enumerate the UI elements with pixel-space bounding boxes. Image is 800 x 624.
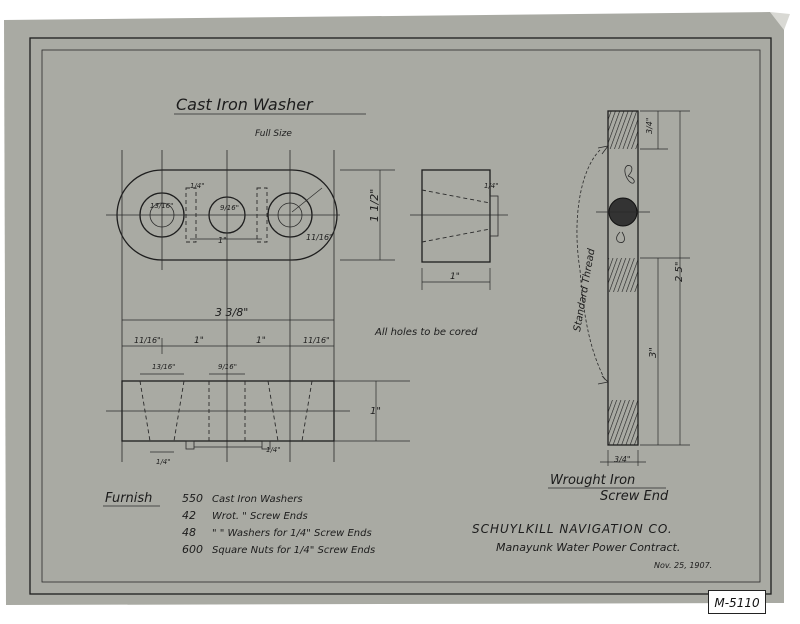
furnish-qty-3: 600 [182, 543, 203, 556]
washer-elevation-view [106, 380, 350, 450]
dim-screw-top: 3/4" [645, 117, 654, 134]
screw-end-title-line1: Wrought Iron [550, 473, 635, 488]
dim-screw-thread: 3" [648, 347, 659, 358]
washer-plan-view [106, 150, 340, 462]
dim-hole-small-top: 1/4" [190, 182, 205, 190]
outer-border [29, 37, 772, 595]
furnish-qty-2: 48 [182, 526, 196, 539]
paper-corner-fold [770, 12, 790, 30]
drawing-date: Nov. 25, 1907. [654, 561, 712, 570]
furnish-desc-0: Cast Iron Washers [212, 494, 303, 505]
dim-side-width: 1" [450, 272, 460, 282]
furnish-desc-2: " " Washers for 1/4" Screw Ends [212, 528, 372, 539]
dim-overall-length: 3 3/8" [215, 306, 248, 319]
furnish-qty-1: 42 [182, 509, 196, 522]
cored-note: All holes to be cored [374, 327, 478, 338]
dim-screw-total: 2 5" [674, 261, 685, 282]
dim-bottom-left: 1/4" [156, 458, 171, 466]
dim-end-offset-right: 11/16" [303, 336, 330, 345]
inner-border [41, 49, 761, 583]
dim-height: 1 1/2" [368, 189, 381, 222]
company-name: SCHUYLKILL NAVIGATION CO. [472, 522, 673, 536]
dim-end-offset-left: 11/16" [134, 336, 161, 345]
dim-screw-dia: 3/4" [614, 455, 631, 464]
screw-end-title-line2: Screw End [600, 489, 669, 504]
dim-bottom-right: 1/4" [266, 446, 281, 454]
furnish-qty-0: 550 [182, 492, 203, 505]
washer-side-view [410, 169, 508, 290]
scale-note: Full Size [255, 129, 292, 139]
dim-hole-side: 1/4" [484, 182, 499, 190]
dim-hole-mid: 9/16" [220, 204, 239, 212]
furnish-heading: Furnish [105, 491, 152, 506]
dim-bore-left-elev: 13/16" [152, 363, 175, 371]
dim-thickness: 1" [370, 406, 381, 417]
dim-spacing-bottom: 1" [218, 236, 227, 245]
paper [4, 12, 784, 605]
dim-bore-mid-elev: 9/16" [218, 363, 237, 371]
furnish-desc-3: Square Nuts for 1/4" Screw Ends [212, 545, 375, 556]
drawing-title: Cast Iron Washer [176, 95, 314, 114]
reference-number-tag: M-5110 [708, 590, 766, 614]
dim-hole-bore-left: 13/16" [150, 202, 173, 210]
dim-spacing-2: 1" [256, 336, 266, 346]
contract-name: Manayunk Water Power Contract. [496, 541, 680, 554]
furnish-desc-1: Wrot. " Screw Ends [212, 511, 308, 522]
screw-end-view [576, 110, 690, 466]
dim-spacing-1: 1" [194, 336, 204, 346]
dim-radius-right: 11/16" [306, 233, 333, 242]
